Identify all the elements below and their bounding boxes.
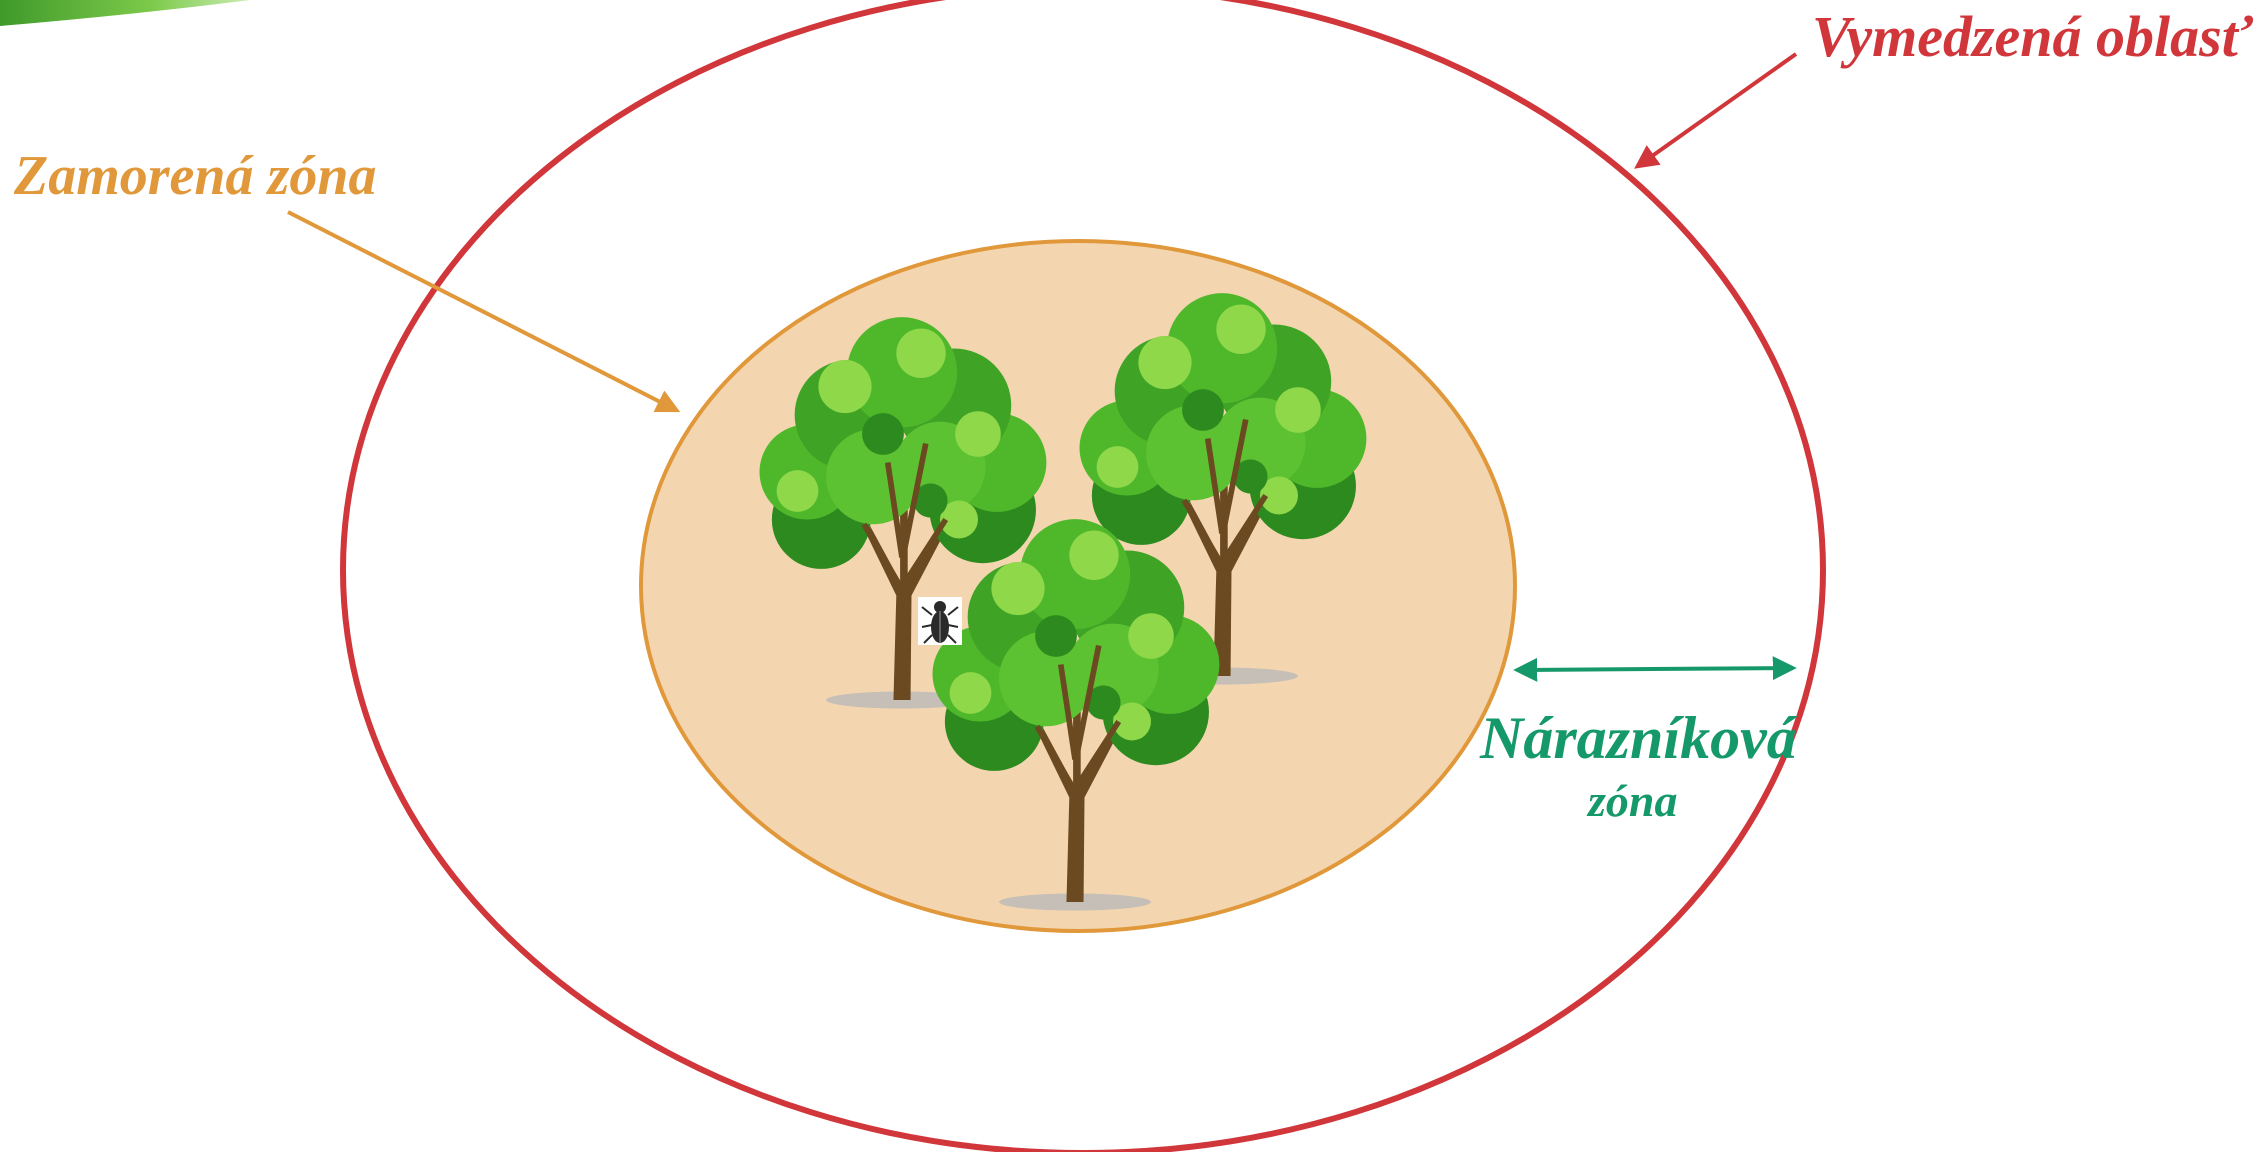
infested-zone-label: Zamorená zóna xyxy=(14,148,377,204)
defined-area-label: Vymedzená oblasť xyxy=(1812,8,2253,66)
beetle-icon xyxy=(918,597,962,645)
buffer-zone-label-line2: zóna xyxy=(1588,778,1677,824)
defined-area-arrow xyxy=(1638,54,1796,166)
leaf-decoration xyxy=(0,0,250,26)
buffer-zone-arrow xyxy=(1518,668,1792,670)
buffer-zone-label: Nárazníková xyxy=(1480,708,1797,768)
infested-zone-arrow xyxy=(288,212,676,410)
